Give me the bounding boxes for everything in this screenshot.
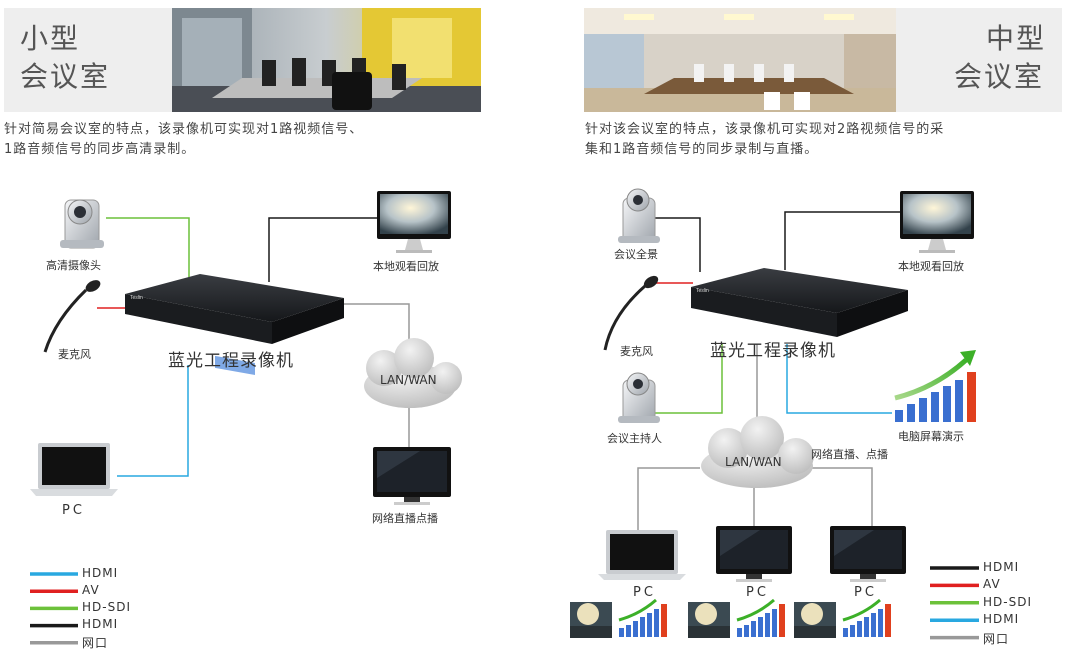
left-legend-label-1: AV bbox=[82, 583, 100, 597]
left-camera-sdi-line bbox=[106, 217, 190, 278]
left-microphone-icon bbox=[43, 280, 101, 353]
left-laptop-icon bbox=[30, 443, 118, 496]
left-description-line1: 针对简易会议室的特点，该录像机可实现对1路视频信号、 bbox=[4, 122, 364, 137]
right-camera-pano-line bbox=[655, 217, 701, 272]
right-monitor-label: 本地观看回放 bbox=[898, 260, 964, 273]
right-device-label: 蓝光工程录像机 bbox=[710, 341, 836, 361]
device-brand-text: Teslin bbox=[130, 295, 143, 301]
thumb-pair-3 bbox=[794, 598, 891, 638]
left-legend-label-3: HDMI bbox=[82, 617, 119, 631]
right-bluray-recorder-icon: Teslin bbox=[691, 268, 908, 337]
right-connection-lines bbox=[637, 211, 901, 532]
right-monitor-line bbox=[784, 211, 901, 270]
left-title-line2: 会议室 bbox=[20, 60, 111, 93]
right-camera-host-icon bbox=[618, 372, 660, 423]
right-legend-label-2: HD-SDI bbox=[983, 595, 1032, 609]
right-title-line1: 中型 bbox=[986, 22, 1047, 55]
right-legend-swatches bbox=[930, 566, 979, 640]
thumb-pair-2 bbox=[688, 598, 785, 638]
right-camera-host-label: 会议主持人 bbox=[607, 432, 662, 445]
right-mic-label: 麦克风 bbox=[620, 345, 653, 358]
right-presentation-hdmi-line bbox=[786, 344, 892, 414]
left-title-box bbox=[4, 8, 172, 112]
right-legend-label-4: 网口 bbox=[983, 632, 1010, 646]
left-legend-label-4: 网口 bbox=[82, 636, 109, 650]
right-legend-label-1: AV bbox=[983, 577, 1001, 591]
right-pc3-monitor-icon bbox=[830, 526, 906, 582]
left-tv-label: 网络直播点播 bbox=[372, 512, 438, 525]
right-camera-panorama-icon bbox=[618, 188, 660, 243]
left-title-line1: 小型 bbox=[20, 22, 81, 55]
left-cloud-label: LAN/WAN bbox=[380, 373, 437, 387]
left-device-label: 蓝光工程录像机 bbox=[168, 351, 294, 371]
left-network-tv-icon bbox=[373, 447, 451, 505]
right-presentation-label: 电脑屏幕演示 bbox=[898, 430, 964, 443]
right-pc2-label: PC bbox=[746, 585, 769, 600]
right-description-line1: 针对该会议室的特点，该录像机可实现对2路视频信号的采 bbox=[585, 122, 945, 137]
right-pc2-monitor-icon bbox=[716, 526, 792, 582]
right-lan-wan-cloud-icon bbox=[701, 416, 814, 488]
right-local-monitor-icon bbox=[900, 191, 974, 253]
left-lan-wan-cloud-icon bbox=[364, 338, 462, 408]
right-net-pc1-line bbox=[637, 467, 700, 532]
left-local-monitor-icon bbox=[377, 191, 451, 253]
left-monitor-hdmi-line bbox=[268, 217, 378, 282]
right-stream-label: 网络直播、点播 bbox=[811, 448, 888, 461]
right-legend-label-3: HDMI bbox=[983, 612, 1020, 626]
right-camera-host-sdi-line bbox=[655, 344, 723, 414]
left-legend-swatches bbox=[30, 572, 78, 645]
right-pc1-label: PC bbox=[633, 585, 656, 600]
right-thumbnail-row bbox=[570, 598, 891, 638]
right-title-box bbox=[896, 8, 1062, 112]
right-legend-label-0: HDMI bbox=[983, 560, 1020, 574]
right-description-line2: 集和1路音频信号的同步录制与直播。 bbox=[585, 142, 819, 157]
left-pc-hdmi-line bbox=[117, 365, 189, 477]
right-pc1-laptop-icon bbox=[598, 530, 686, 580]
device-brand-text-right: Teslin bbox=[696, 288, 709, 294]
right-microphone-icon bbox=[603, 275, 659, 351]
right-net-pc3-line bbox=[812, 467, 873, 526]
right-cloud-label: LAN/WAN bbox=[725, 455, 782, 469]
left-legend-label-0: HDMI bbox=[82, 566, 119, 580]
thumb-pair-1 bbox=[570, 598, 667, 638]
right-meeting-room-photo bbox=[584, 8, 896, 112]
right-pc3-label: PC bbox=[854, 585, 877, 600]
left-monitor-label: 本地观看回放 bbox=[373, 260, 439, 273]
left-legend-label-2: HD-SDI bbox=[82, 600, 131, 614]
left-bluray-recorder-icon: Teslin bbox=[125, 274, 344, 375]
left-connection-lines bbox=[97, 217, 410, 477]
left-description-line2: 1路音频信号的同步高清录制。 bbox=[4, 142, 196, 157]
left-pc-label: PC bbox=[62, 503, 85, 518]
right-camera-pano-label: 会议全景 bbox=[614, 248, 658, 261]
right-title-line2: 会议室 bbox=[954, 60, 1045, 93]
left-hd-camera-icon bbox=[60, 199, 104, 249]
left-meeting-room-photo bbox=[172, 8, 481, 112]
left-camera-label: 高清摄像头 bbox=[46, 259, 101, 272]
left-mic-label: 麦克风 bbox=[58, 348, 91, 361]
right-presentation-chart-icon bbox=[894, 350, 976, 422]
